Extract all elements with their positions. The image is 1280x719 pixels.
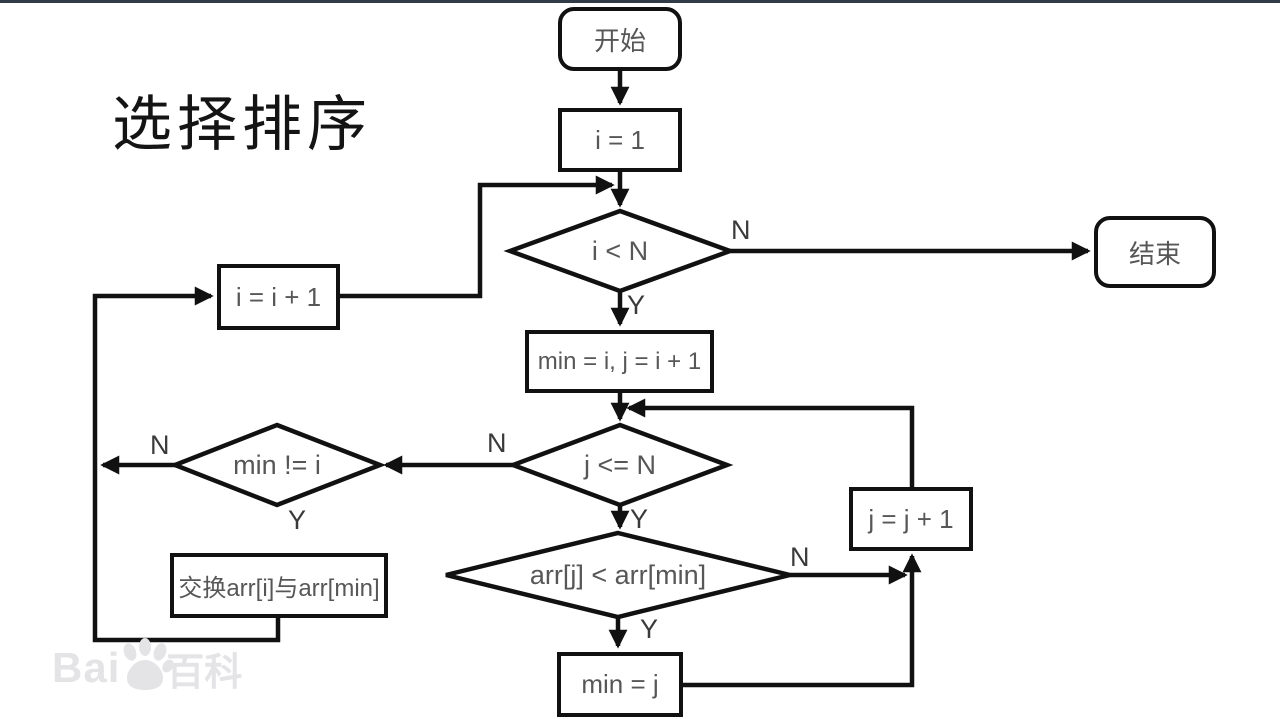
edge-left-rail-to-inc-i	[92, 286, 281, 643]
edge-min-j-to-inc-j	[683, 553, 922, 688]
node-init-i: i = 1	[558, 108, 682, 172]
top-strip	[0, 0, 1280, 3]
node-swap: 交换arr[i]与arr[min]	[170, 553, 388, 618]
node-set-min-j: min = j	[557, 652, 683, 717]
decision-i-lt-n-shape	[503, 208, 737, 294]
page-title: 选择排序	[112, 91, 372, 158]
baidu-watermark: Bai 百科	[52, 638, 242, 698]
edge-inc-i-return	[340, 175, 615, 299]
decision-min-ne-i-shape	[168, 422, 387, 508]
edge-inc-j-return	[626, 398, 915, 487]
node-inc-i: i = i + 1	[217, 264, 340, 330]
node-end: 结束	[1094, 216, 1216, 288]
watermark-text-right: 百科	[166, 651, 243, 694]
paw-icon	[123, 638, 175, 690]
node-inc-j: j = j + 1	[849, 487, 973, 551]
watermark-text-left: Bai	[52, 644, 121, 691]
node-start: 开始	[558, 7, 682, 71]
decision-j-le-n-shape	[506, 422, 734, 508]
node-init-min-j: min = i, j = i + 1	[525, 330, 714, 393]
decision-arr-cmp-shape	[445, 530, 791, 620]
